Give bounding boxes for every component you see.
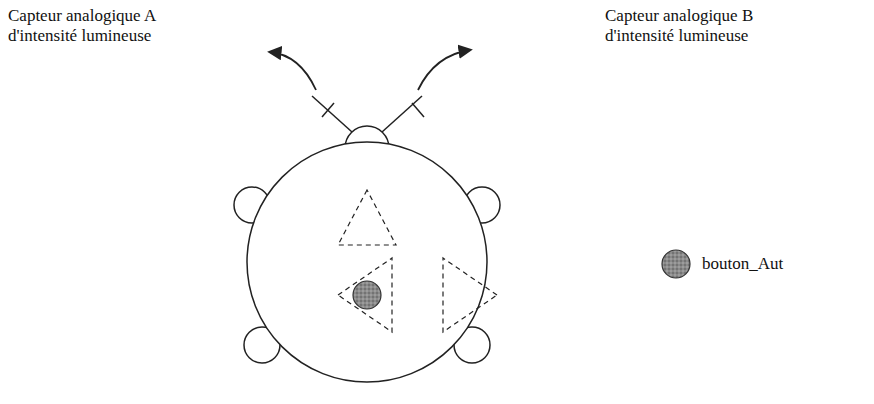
- direction-triangles: [338, 190, 497, 332]
- pointer-arrows: [270, 50, 470, 90]
- legend-item: bouton_Aut: [660, 248, 783, 280]
- legend-text: bouton_Aut: [702, 254, 783, 274]
- antennae: [312, 96, 424, 132]
- button-aut: [353, 281, 381, 309]
- legend-swatch: [660, 248, 692, 280]
- sensor-label: Capteur analogique B d'intensité lumineu…: [605, 6, 785, 46]
- sensor-label: Capteur analogique A d'intensité lumineu…: [8, 6, 188, 46]
- wheel-bumps: [234, 126, 500, 382]
